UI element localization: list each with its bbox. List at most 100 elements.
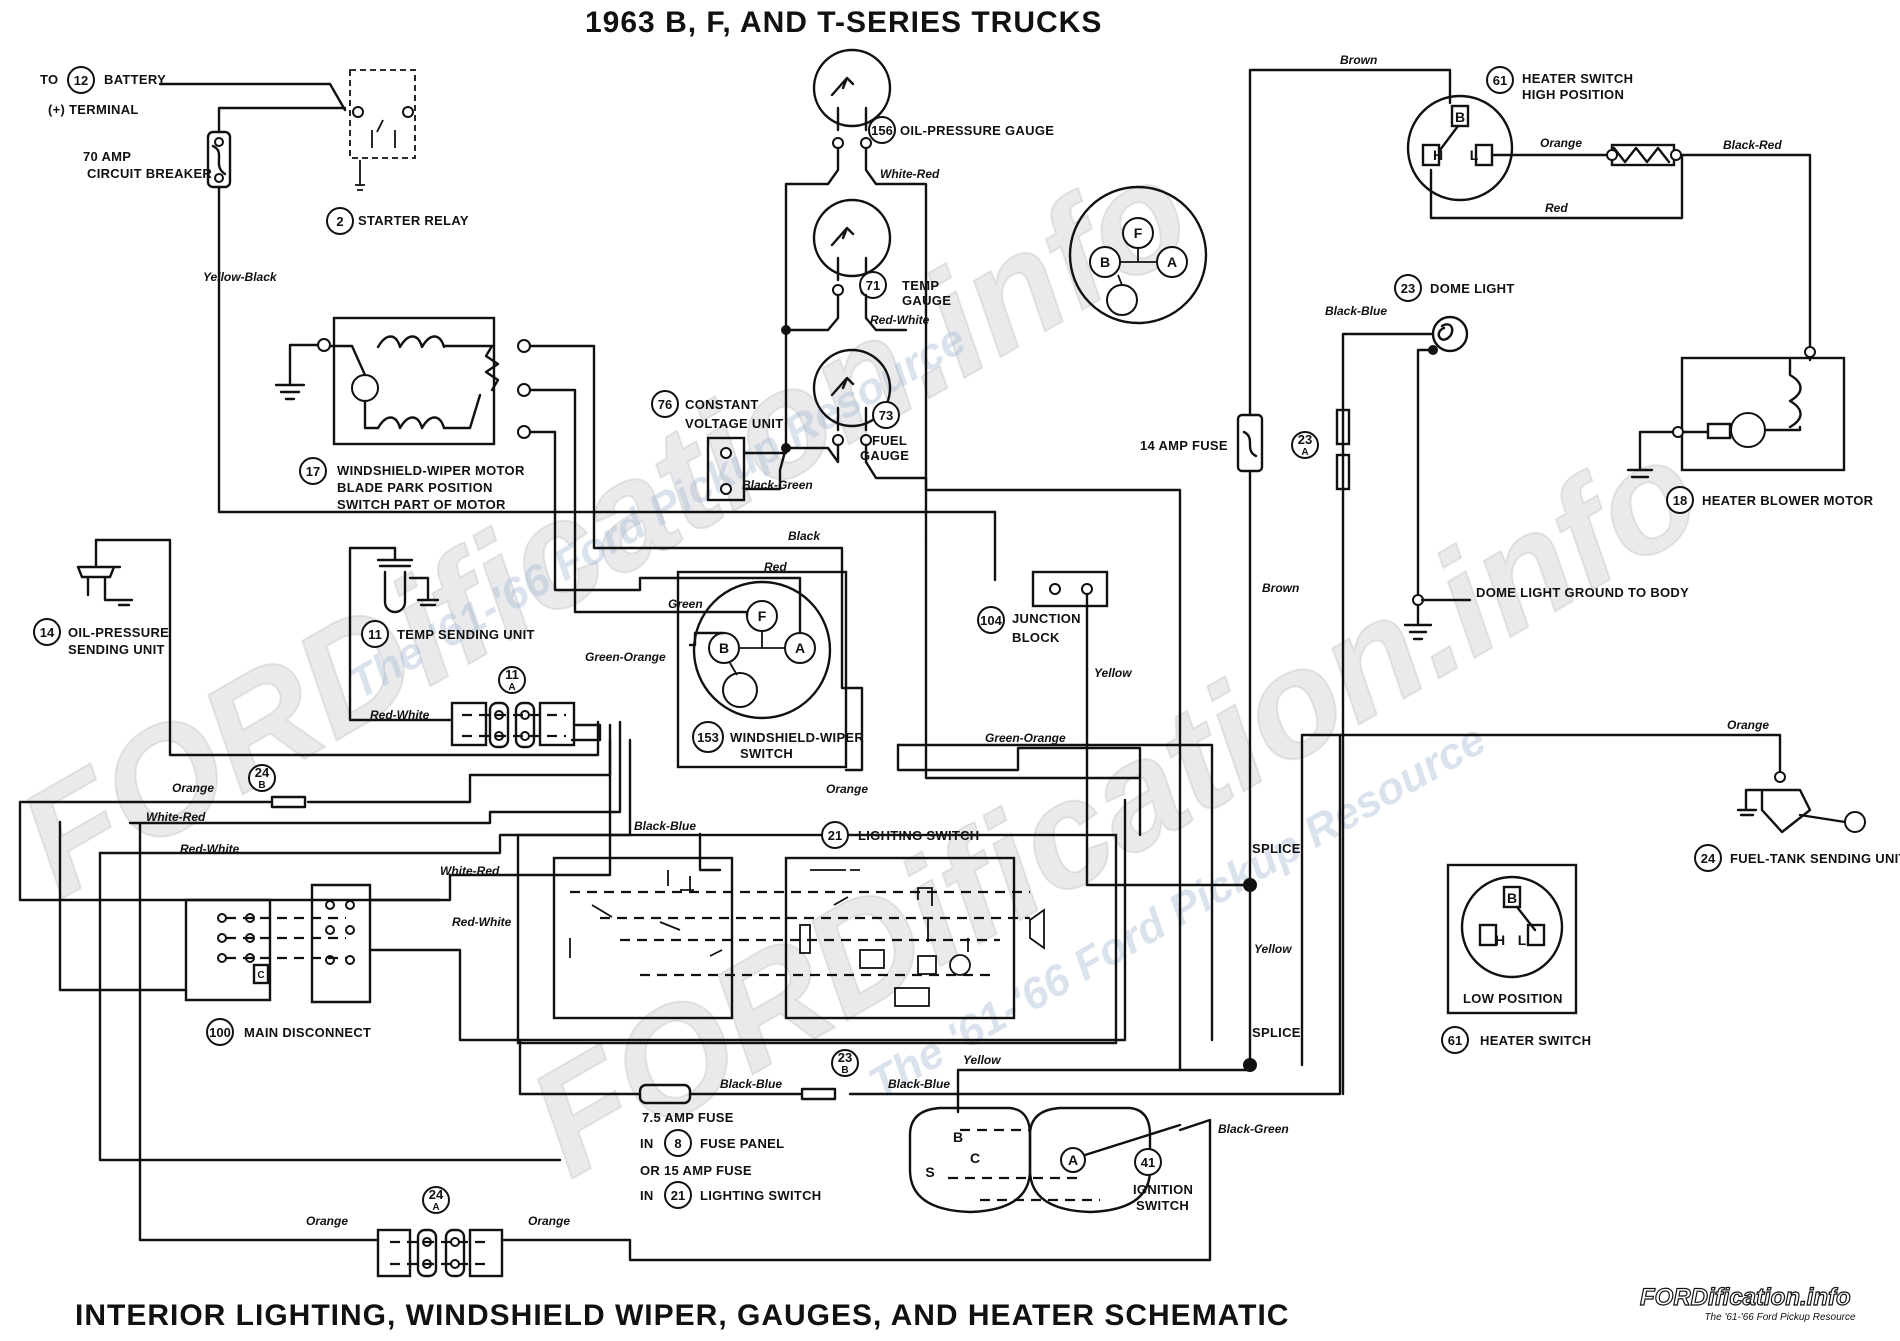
- svg-text:21: 21: [828, 828, 842, 843]
- label-green-orange-jb: Green-Orange: [985, 731, 1066, 745]
- label-yellow-right: Yellow: [1254, 942, 1292, 956]
- svg-text:14 AMP FUSE: 14 AMP FUSE: [1140, 438, 1228, 453]
- svg-text:F: F: [758, 608, 767, 624]
- svg-text:23: 23: [838, 1050, 852, 1065]
- svg-text:H: H: [1433, 147, 1443, 163]
- svg-text:BLOCK: BLOCK: [1012, 630, 1060, 645]
- label-black-green-ign: Black-Green: [1218, 1122, 1289, 1136]
- svg-text:MAIN DISCONNECT: MAIN DISCONNECT: [244, 1025, 371, 1040]
- label-red-white-gauge: Red-White: [870, 313, 930, 327]
- svg-text:HEATER SWITCH: HEATER SWITCH: [1480, 1033, 1591, 1048]
- svg-text:104: 104: [980, 613, 1002, 628]
- footer-title: INTERIOR LIGHTING, WINDSHIELD WIPER, GAU…: [75, 1299, 1289, 1332]
- svg-text:41: 41: [1141, 1155, 1155, 1170]
- svg-text:SWITCH: SWITCH: [740, 746, 793, 761]
- svg-text:24: 24: [255, 765, 270, 780]
- label-orange-24b: Orange: [172, 781, 214, 795]
- svg-text:7.5 AMP FUSE: 7.5 AMP FUSE: [642, 1110, 734, 1125]
- svg-text:L: L: [1518, 932, 1527, 948]
- label-black-green-cvu: Black-Green: [742, 478, 813, 492]
- svg-text:A: A: [1068, 1152, 1078, 1168]
- svg-text:A: A: [508, 682, 515, 693]
- starter-relay: 2 STARTER RELAY: [326, 69, 469, 235]
- connector-24a: 24A Orange Orange: [138, 1186, 1212, 1278]
- fuel-tank-sender: Orange 24 FUEL-TANK SENDING UNIT: [1300, 718, 1900, 1067]
- fuse-panel: 7.5 AMP FUSE IN 8 FUSE PANEL OR 15 AMP F…: [638, 1083, 821, 1209]
- svg-text:LIGHTING SWITCH: LIGHTING SWITCH: [858, 828, 980, 843]
- svg-text:B: B: [258, 780, 265, 791]
- svg-text:LOW POSITION: LOW POSITION: [1463, 991, 1563, 1006]
- svg-text:156: 156: [871, 123, 893, 138]
- svg-text:153: 153: [697, 730, 719, 745]
- svg-text:C: C: [970, 1150, 980, 1166]
- svg-text:TO: TO: [40, 72, 58, 87]
- svg-text:FUSE PANEL: FUSE PANEL: [700, 1136, 784, 1151]
- temp-gauge: 71 TEMP GAUGE: [812, 198, 951, 308]
- svg-text:HEATER SWITCH: HEATER SWITCH: [1522, 71, 1633, 86]
- svg-text:DOME LIGHT GROUND TO BODY: DOME LIGHT GROUND TO BODY: [1476, 585, 1689, 600]
- fuse-14amp: 14 AMP FUSE: [1140, 413, 1264, 473]
- svg-text:B: B: [1507, 890, 1517, 906]
- svg-text:73: 73: [879, 408, 893, 423]
- disconnect-wires: [18, 798, 1127, 1162]
- label-brown-mid: Brown: [1262, 581, 1299, 595]
- label-black-red-heater: Black-Red: [1723, 138, 1782, 152]
- label-black-blue-dome: Black-Blue: [1325, 304, 1387, 318]
- svg-text:23: 23: [1401, 281, 1415, 296]
- svg-text:TEMP SENDING UNIT: TEMP SENDING UNIT: [397, 627, 535, 642]
- svg-text:GAUGE: GAUGE: [860, 448, 909, 463]
- label-red-heater: Red: [1545, 201, 1568, 215]
- svg-text:71: 71: [866, 278, 880, 293]
- svg-text:A: A: [795, 640, 805, 656]
- splice-2-label: SPLICE: [1252, 1025, 1301, 1040]
- heater-switch-high: B H L 61 HEATER SWITCH HIGH POSITION Ora…: [1406, 66, 1812, 362]
- svg-text:B: B: [841, 1065, 848, 1076]
- label-yellow-black: Yellow-Black: [203, 270, 278, 284]
- label-yellow-ign: Yellow: [963, 1053, 1001, 1067]
- svg-text:H: H: [1495, 932, 1505, 948]
- label-black-wiper: Black: [788, 529, 821, 543]
- wire-brown: [1248, 68, 1452, 1067]
- harness-wires-left: [18, 720, 632, 1242]
- dome-light: 23 DOME LIGHT Black-Blue 23A: [1291, 274, 1514, 1096]
- svg-text:IGNITION: IGNITION: [1133, 1182, 1193, 1197]
- svg-text:(+) TERMINAL: (+) TERMINAL: [48, 102, 139, 117]
- svg-text:61: 61: [1448, 1033, 1462, 1048]
- label-orange-jb: Orange: [826, 782, 868, 796]
- label-white-red-mid: White-Red: [440, 864, 500, 878]
- svg-text:SWITCH: SWITCH: [1136, 1198, 1189, 1213]
- temp-sender: 11 TEMP SENDING UNIT: [348, 546, 535, 722]
- wiper-wires: [528, 344, 864, 772]
- label-orange-heater: Orange: [1540, 136, 1582, 150]
- svg-text:BATTERY: BATTERY: [104, 72, 166, 87]
- svg-text:CONSTANT: CONSTANT: [685, 397, 759, 412]
- constant-voltage-unit: 76 CONSTANT VOLTAGE UNIT Black-Green: [651, 390, 813, 502]
- oil-pressure-sender: 14 OIL-PRESSURE SENDING UNIT: [33, 538, 600, 757]
- svg-text:HIGH POSITION: HIGH POSITION: [1522, 87, 1624, 102]
- svg-text:8: 8: [674, 1136, 681, 1151]
- wiper-motor: 17 WINDSHIELD-WIPER MOTOR BLADE PARK POS…: [274, 316, 531, 512]
- svg-text:2: 2: [336, 214, 343, 229]
- label-white-red-gauge: White-Red: [880, 167, 940, 181]
- label-red-white-mid: Red-White: [452, 915, 512, 929]
- label-green-wiper: Green: [668, 597, 703, 611]
- svg-text:VOLTAGE UNIT: VOLTAGE UNIT: [685, 416, 783, 431]
- lighting-switch: 21 LIGHTING SWITCH Black-Blue: [516, 819, 1118, 1045]
- splice-2-dot: [1243, 1058, 1257, 1072]
- ignition-switch: B S C A 41 IGNITION SWITCH Yellow Black-…: [908, 1053, 1289, 1262]
- svg-text:BLADE PARK POSITION: BLADE PARK POSITION: [337, 480, 493, 495]
- svg-text:14: 14: [40, 625, 55, 640]
- connector-23b: 23B Black-Blue Black-Blue: [518, 733, 1342, 1101]
- wiper-switch: F B A: [1068, 185, 1208, 325]
- svg-text:A: A: [1301, 447, 1308, 458]
- label-green-orange-wiper: Green-Orange: [585, 650, 666, 664]
- svg-text:70 AMP: 70 AMP: [83, 149, 131, 164]
- heater-blower-motor: 18 HEATER BLOWER MOTOR: [1626, 346, 1873, 514]
- gauge-bus-wires: [784, 146, 928, 542]
- wiper-switch-153: F B A 153 WINDSHIELD-WIPER SWITCH: [676, 570, 864, 769]
- label-white-red-left: White-Red: [146, 810, 206, 824]
- label-red-wiper: Red: [764, 560, 787, 574]
- svg-text:21: 21: [671, 1188, 685, 1203]
- svg-text:FUEL-TANK SENDING UNIT: FUEL-TANK SENDING UNIT: [1730, 851, 1900, 866]
- svg-text:IN: IN: [640, 1136, 654, 1151]
